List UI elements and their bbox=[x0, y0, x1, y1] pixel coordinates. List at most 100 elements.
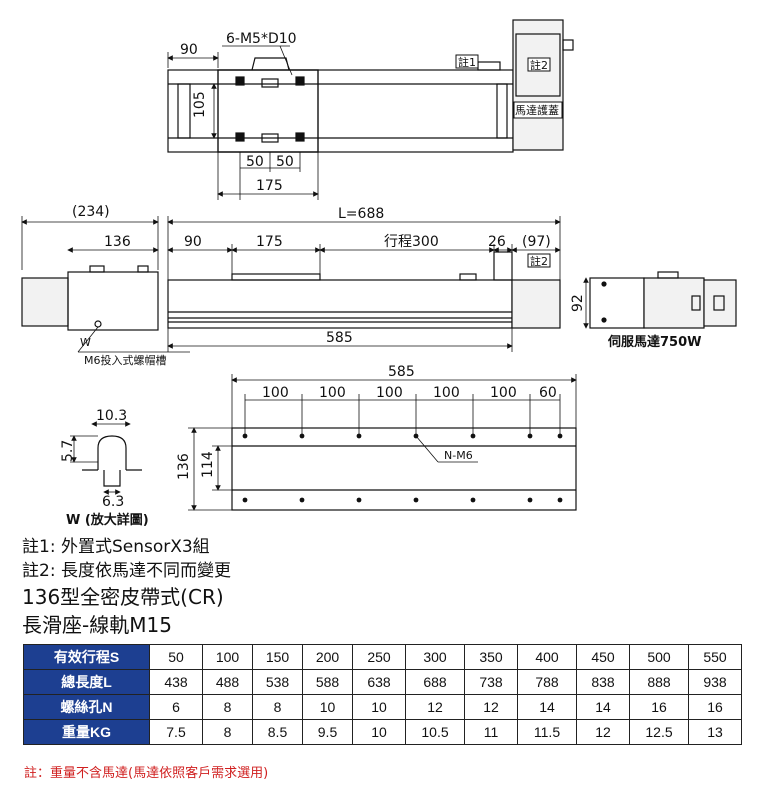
spec-cell: 8.5 bbox=[252, 719, 303, 745]
spec-cell: 12 bbox=[576, 719, 630, 745]
spec-cell: 938 bbox=[688, 669, 742, 695]
spec-cell: 11.5 bbox=[517, 719, 577, 745]
spec-cell: 8 bbox=[202, 694, 253, 720]
spec-cell: 150 bbox=[252, 644, 303, 670]
spec-cell: 50 bbox=[149, 644, 203, 670]
spec-cell: 200 bbox=[302, 644, 353, 670]
spec-cell: 9.5 bbox=[302, 719, 353, 745]
weight-footnote: 註：重量不含馬達(馬達依照客戶需求選用) bbox=[24, 766, 269, 781]
side-136-dim: 136 bbox=[104, 234, 131, 250]
spec-cell: 8 bbox=[202, 719, 253, 745]
w-detail-marker: W bbox=[80, 336, 91, 349]
carriage-length-dim: 175 bbox=[256, 178, 283, 194]
end-92-dim: 92 bbox=[570, 294, 586, 312]
spec-cell: 7.5 bbox=[149, 719, 203, 745]
spec-cell: 438 bbox=[149, 669, 203, 695]
side-26-dim: 26 bbox=[488, 234, 506, 250]
detail-5-7-dim: 5.7 bbox=[60, 440, 76, 462]
spec-cell: 13 bbox=[688, 719, 742, 745]
spec-cell: 12 bbox=[405, 694, 465, 720]
spec-row-header: 螺絲孔N bbox=[23, 694, 150, 720]
motor-cover-label: 馬達護蓋 bbox=[515, 103, 559, 117]
spec-cell: 10.5 bbox=[405, 719, 465, 745]
tag-note1: 註1 bbox=[458, 56, 476, 69]
detail-6-3-dim: 6.3 bbox=[102, 494, 124, 510]
spec-cell: 12 bbox=[464, 694, 518, 720]
side-585-dim: 585 bbox=[326, 330, 353, 346]
spec-cell: 14 bbox=[576, 694, 630, 720]
product-subtitle: 長滑座-線軌M15 bbox=[22, 613, 172, 637]
side-97-paren: (97) bbox=[522, 234, 551, 250]
product-title: 136型全密皮帶式(CR) bbox=[22, 585, 224, 609]
bottom-585-dim: 585 bbox=[388, 364, 415, 380]
bottom-pitch-3: 100 bbox=[376, 385, 403, 401]
spec-cell: 10 bbox=[352, 694, 406, 720]
spec-cell: 738 bbox=[464, 669, 518, 695]
spec-cell: 10 bbox=[302, 694, 353, 720]
spec-cell: 688 bbox=[405, 669, 465, 695]
tag-note2-side: 註2 bbox=[530, 255, 548, 268]
bottom-136-dim: 136 bbox=[176, 453, 192, 480]
notes-block: 註1: 外置式SensorX3組 註2: 長度依馬達不同而變更 136型全密皮帶… bbox=[22, 535, 231, 639]
side-90-dim: 90 bbox=[184, 234, 202, 250]
spec-cell: 400 bbox=[517, 644, 577, 670]
spec-cell: 538 bbox=[252, 669, 303, 695]
spec-cell: 11 bbox=[464, 719, 518, 745]
spec-cell: 838 bbox=[576, 669, 630, 695]
top-width-dim: 90 bbox=[180, 42, 198, 58]
spec-cell: 100 bbox=[202, 644, 253, 670]
spec-cell: 638 bbox=[352, 669, 406, 695]
pitch-b-dim: 50 bbox=[276, 154, 294, 170]
side-175-dim: 175 bbox=[256, 234, 283, 250]
motor-length-paren: (234) bbox=[72, 204, 110, 220]
total-length-label: L=688 bbox=[338, 206, 384, 222]
bottom-view bbox=[188, 374, 577, 511]
spec-cell: 10 bbox=[352, 719, 406, 745]
spec-cell: 788 bbox=[517, 669, 577, 695]
spec-cell: 500 bbox=[629, 644, 689, 670]
spec-cell: 16 bbox=[629, 694, 689, 720]
bottom-114-dim: 114 bbox=[200, 451, 216, 478]
top-height-dim: 105 bbox=[192, 91, 208, 118]
stroke-label: 行程300 bbox=[384, 234, 439, 250]
spec-cell: 250 bbox=[352, 644, 406, 670]
servo-motor-label: 伺服馬達750W bbox=[607, 334, 701, 350]
spec-cell: 550 bbox=[688, 644, 742, 670]
spec-cell: 16 bbox=[688, 694, 742, 720]
detail-10-3-dim: 10.3 bbox=[96, 408, 127, 424]
pitch-a-dim: 50 bbox=[246, 154, 264, 170]
spec-row-header: 有效行程S bbox=[23, 644, 150, 670]
spec-cell: 300 bbox=[405, 644, 465, 670]
top-view bbox=[167, 19, 574, 200]
spec-cell: 8 bbox=[252, 694, 303, 720]
note-2: 註2: 長度依馬達不同而變更 bbox=[22, 561, 231, 581]
detail-caption: W (放大詳圖) bbox=[66, 512, 149, 528]
end-view bbox=[583, 271, 737, 329]
spec-cell: 450 bbox=[576, 644, 630, 670]
detail-w bbox=[70, 421, 142, 495]
bottom-holes bbox=[242, 433, 563, 503]
tag-note2-top: 註2 bbox=[530, 59, 548, 72]
spec-cell: 888 bbox=[629, 669, 689, 695]
spec-cell: 350 bbox=[464, 644, 518, 670]
bottom-pitch-6: 60 bbox=[539, 385, 557, 401]
bottom-pitch-4: 100 bbox=[433, 385, 460, 401]
spec-cell: 12.5 bbox=[629, 719, 689, 745]
spec-cell: 6 bbox=[149, 694, 203, 720]
hole-spec-label: 6-M5*D10 bbox=[226, 31, 297, 47]
bottom-pitch-2: 100 bbox=[319, 385, 346, 401]
spec-cell: 14 bbox=[517, 694, 577, 720]
technical-drawing: 6-M5*D10 90 105 50 50 175 註1 註2 馬達護蓋 bbox=[21, 19, 737, 528]
side-view bbox=[21, 216, 561, 353]
slot-label: M6投入式螺帽槽 bbox=[84, 353, 167, 367]
spec-cell: 588 bbox=[302, 669, 353, 695]
note-1: 註1: 外置式SensorX3組 bbox=[22, 537, 210, 557]
hole-label: N-M6 bbox=[444, 449, 473, 462]
bottom-pitch-1: 100 bbox=[262, 385, 289, 401]
